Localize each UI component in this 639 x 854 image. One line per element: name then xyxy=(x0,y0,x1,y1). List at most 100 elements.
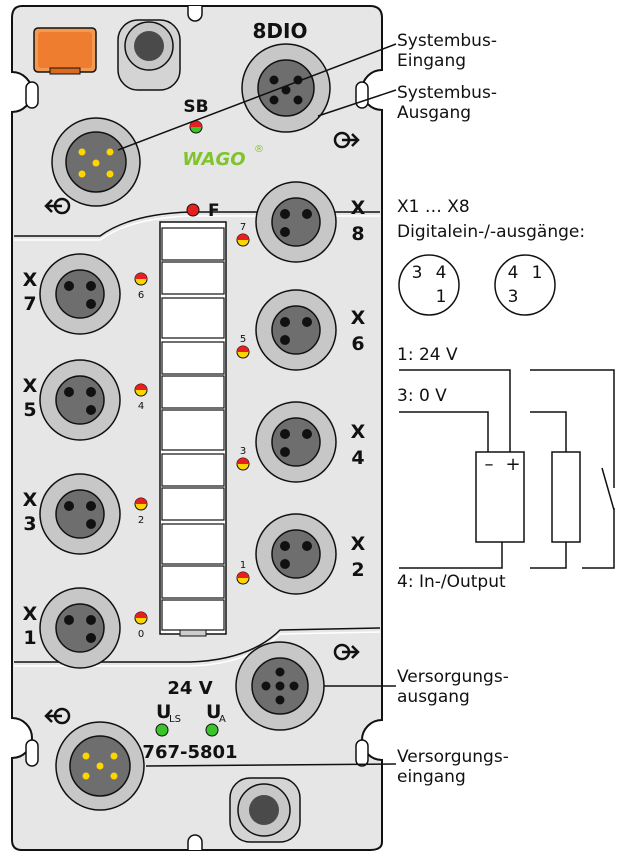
female-pin-diagram: 3 4 1 xyxy=(398,254,460,316)
supply-in-connector xyxy=(55,721,145,811)
port-number: 1 xyxy=(23,627,36,649)
u-ls-indicator: U LS xyxy=(155,701,181,737)
port-number: 2 xyxy=(351,559,364,581)
sb-led xyxy=(189,120,203,134)
port-number: 4 xyxy=(351,447,364,469)
u-ls-led xyxy=(155,723,169,737)
pin-number: 3 xyxy=(412,263,423,283)
callout-line: eingang xyxy=(397,767,466,787)
port-x5 xyxy=(39,359,121,441)
port-x4 xyxy=(255,401,337,483)
supply-out-arrow-icon xyxy=(333,643,360,661)
wiring-pin3-label: 3: 0 V xyxy=(397,386,447,406)
callout-line: Systembus- xyxy=(397,31,497,51)
u-a-indicator: U A xyxy=(205,701,226,737)
port-number: 8 xyxy=(351,223,364,245)
u-a-led xyxy=(205,723,219,737)
mounting-ear-holes xyxy=(25,81,369,767)
bus-in-arrow-icon xyxy=(44,197,71,215)
model-name: 8DIO xyxy=(253,19,308,43)
led-number: 2 xyxy=(138,515,144,526)
u-a-subscript: A xyxy=(219,714,226,725)
led-number: 1 xyxy=(240,560,246,571)
pin-number: 1 xyxy=(436,287,447,307)
pin-number: 4 xyxy=(436,263,447,283)
pin-legend-subtitle: Digitalein-/-ausgänge: xyxy=(397,222,585,242)
port-letter: X xyxy=(351,307,366,329)
channel-led xyxy=(134,272,148,286)
callout-line: Systembus- xyxy=(397,83,497,103)
u-letter: U xyxy=(156,701,171,723)
port-x2 xyxy=(255,513,337,595)
port-x3 xyxy=(39,473,121,555)
port-letter: X xyxy=(23,375,38,397)
callout-line: ausgang xyxy=(397,687,470,707)
fault-led xyxy=(186,203,200,217)
u-ls-subscript: LS xyxy=(169,714,181,725)
port-number: 6 xyxy=(351,333,364,355)
channel-led xyxy=(236,233,250,247)
port-letter: X xyxy=(23,603,38,625)
left-ports: X 7 X 5 X 3 X 1 xyxy=(23,253,121,669)
pin-number: 4 xyxy=(508,263,519,283)
callout-leader-lines xyxy=(117,43,397,767)
channel-led xyxy=(134,611,148,625)
bottom-screw xyxy=(229,777,301,843)
wiring-pin4-label: 4: In-/Output xyxy=(397,572,506,592)
port-x1 xyxy=(39,587,121,669)
callout-line: Eingang xyxy=(397,51,466,71)
callout-line: Ausgang xyxy=(397,103,471,123)
port-x6 xyxy=(255,289,337,371)
plus-sign: + xyxy=(505,454,520,475)
channel-led xyxy=(236,345,250,359)
article-number: 767-5801 xyxy=(142,742,237,763)
pin-number: 3 xyxy=(508,287,519,307)
callout-line: Versorgungs- xyxy=(397,747,509,767)
led-number: 7 xyxy=(240,222,246,233)
registered-mark: ® xyxy=(254,144,264,155)
right-ports: X 8 X 6 X 4 X 2 xyxy=(255,181,366,595)
supply-out-connector xyxy=(235,641,325,731)
sb-label: SB xyxy=(183,97,208,117)
port-x7 xyxy=(39,253,121,335)
channel-led xyxy=(134,497,148,511)
channel-led xyxy=(134,383,148,397)
wago-logo: WAGO ® xyxy=(180,144,264,170)
led-label-strip xyxy=(159,221,227,637)
supply-voltage-label: 24 V xyxy=(167,678,212,699)
callout-line: Versorgungs- xyxy=(397,667,509,687)
port-x8 xyxy=(255,181,337,263)
minus-sign: – xyxy=(485,454,494,475)
male-pin-diagram: 4 1 3 xyxy=(494,254,556,316)
led-number: 5 xyxy=(240,334,246,345)
supply-in-arrow-icon xyxy=(44,707,71,725)
top-screw xyxy=(117,19,181,91)
pin-number: 1 xyxy=(532,263,543,283)
port-letter: X xyxy=(23,269,38,291)
port-letter: X xyxy=(351,421,366,443)
port-number: 3 xyxy=(23,513,36,535)
systembus-in-connector xyxy=(51,117,141,207)
led-number: 0 xyxy=(138,629,144,640)
brand-name: WAGO xyxy=(182,149,245,170)
port-number: 7 xyxy=(23,293,36,315)
pin-legend-title: X1 … X8 xyxy=(397,197,470,217)
wiring-schematic xyxy=(399,369,615,569)
led-number: 3 xyxy=(240,446,246,457)
left-channel-leds: 6 4 2 0 xyxy=(134,272,148,640)
channel-led xyxy=(236,571,250,585)
systembus-out-connector xyxy=(241,43,331,133)
callout-supply-out: Versorgungs- ausgang xyxy=(397,667,509,707)
u-letter: U xyxy=(206,701,221,723)
led-number: 6 xyxy=(138,290,144,301)
port-letter: X xyxy=(23,489,38,511)
port-letter: X xyxy=(351,533,366,555)
led-number: 4 xyxy=(138,401,144,412)
orange-cover xyxy=(33,27,97,75)
channel-led xyxy=(236,457,250,471)
port-letter: X xyxy=(351,197,366,219)
port-number: 5 xyxy=(23,399,36,421)
bus-out-arrow-icon xyxy=(333,131,360,149)
